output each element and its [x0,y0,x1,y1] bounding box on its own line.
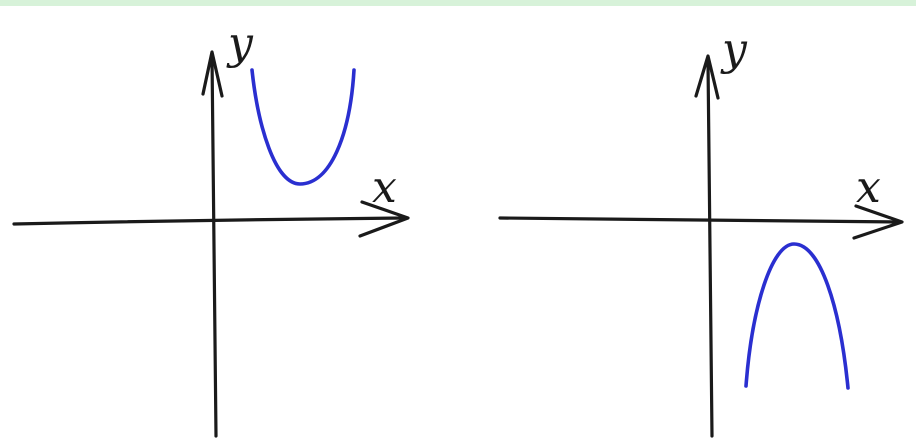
right-x-axis [498,216,902,224]
right-y-label: y [720,24,748,75]
left-parabola-curve [250,68,356,186]
right-x-label: x [856,162,881,213]
right-x-axis-arrowhead [852,204,904,240]
left-graph: x y [12,18,410,438]
left-x-axis-arrowhead [358,200,410,238]
left-y-axis [210,54,218,438]
left-y-axis-arrowhead [201,50,224,98]
right-parabola-curve [744,242,850,390]
left-y-label: y [226,18,254,69]
right-y-axis-arrowhead [694,54,720,100]
left-x-label: x [372,162,397,213]
right-y-axis [706,60,714,438]
left-x-axis [12,216,407,226]
graphs-svg: x y x y [12,18,904,438]
right-graph: x y [498,24,904,438]
